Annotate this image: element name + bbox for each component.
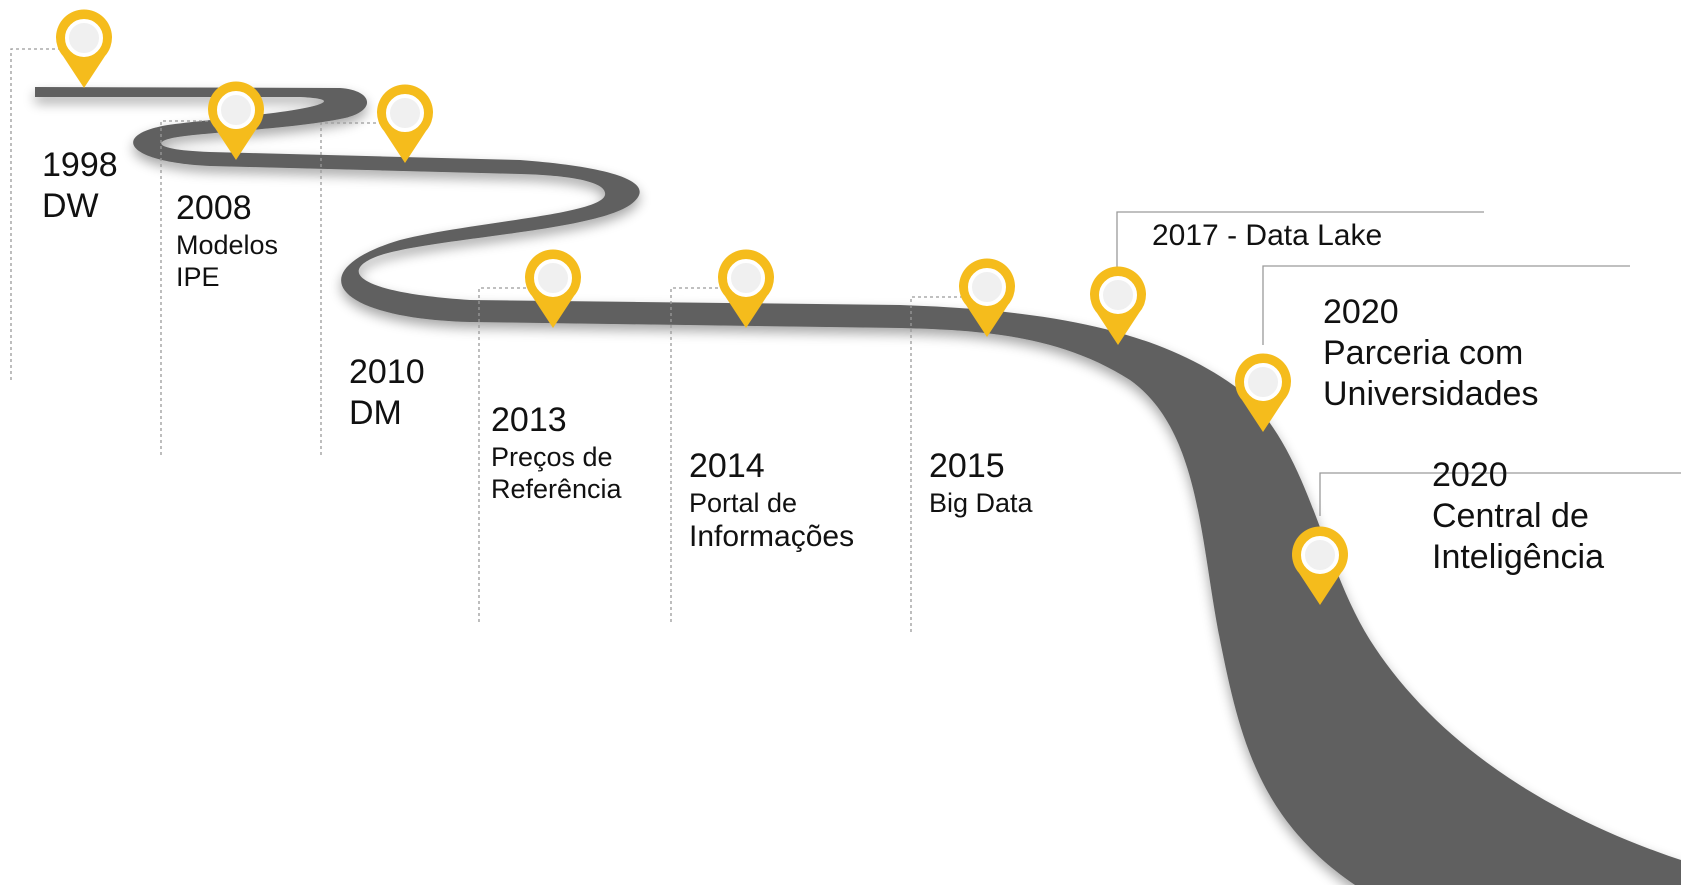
milestone-year: 2015 xyxy=(929,447,1005,485)
milestone-year: 2014 xyxy=(689,447,765,485)
milestone-year: 2020 xyxy=(1323,293,1399,331)
road xyxy=(35,87,1681,885)
pin-2008-icon xyxy=(208,81,264,160)
milestone-text: Modelos xyxy=(176,229,279,260)
milestone-2010: 2010 DM xyxy=(349,352,425,434)
milestone-year: 2008 xyxy=(176,189,252,227)
road-body xyxy=(35,87,1681,885)
pin-1998-icon xyxy=(55,9,113,88)
milestone-text: DM xyxy=(349,393,402,432)
pin-2020-central-icon xyxy=(1292,526,1348,605)
milestone-text: Informações xyxy=(689,520,855,554)
milestone-text: 2017 - Data Lake xyxy=(1152,219,1383,252)
milestone-2020-parceria: 2020 Parceria com Universidades xyxy=(1323,292,1538,414)
pin-2013-icon xyxy=(525,249,581,328)
milestone-2013: 2013 Preços de Referência xyxy=(491,400,622,506)
leader-2017 xyxy=(1116,211,1484,287)
milestone-year: 1998 xyxy=(42,146,118,184)
leader-2020-central xyxy=(1319,472,1681,516)
milestone-pins xyxy=(55,9,1348,605)
pin-2010-icon xyxy=(377,84,433,163)
milestone-2017: 2017 - Data Lake xyxy=(1152,218,1382,254)
milestone-2020-central: 2020 Central de Inteligência xyxy=(1432,455,1604,577)
leader-1998 xyxy=(10,48,77,380)
milestone-year: 2020 xyxy=(1432,456,1508,494)
milestone-text: IPE xyxy=(176,262,220,293)
milestone-1998: 1998 DW xyxy=(42,145,118,227)
milestone-text: Referência xyxy=(491,474,622,505)
milestone-text: Parceria com xyxy=(1323,333,1524,372)
pin-2014-icon xyxy=(718,249,774,328)
milestone-2015: 2015 Big Data xyxy=(929,446,1033,519)
milestone-year: 2010 xyxy=(349,353,425,391)
milestone-year: 2013 xyxy=(491,401,567,439)
pin-2015-icon xyxy=(959,258,1015,337)
milestone-text: Portal de xyxy=(689,487,798,518)
leader-2010 xyxy=(320,122,402,455)
pin-2017-icon xyxy=(1090,266,1146,345)
pin-2020-parceria-icon xyxy=(1235,353,1291,432)
milestone-text: Big Data xyxy=(929,487,1033,518)
milestone-2014: 2014 Portal de Informações xyxy=(689,446,854,555)
milestone-text: Inteligência xyxy=(1432,537,1605,576)
milestone-2008: 2008 Modelos IPE xyxy=(176,188,278,294)
milestone-text: DW xyxy=(42,186,99,225)
milestone-text: Preços de xyxy=(491,441,613,472)
leader-2020-parceria xyxy=(1262,265,1630,345)
milestone-text: Central de xyxy=(1432,496,1589,535)
milestone-text: Universidades xyxy=(1323,374,1539,413)
